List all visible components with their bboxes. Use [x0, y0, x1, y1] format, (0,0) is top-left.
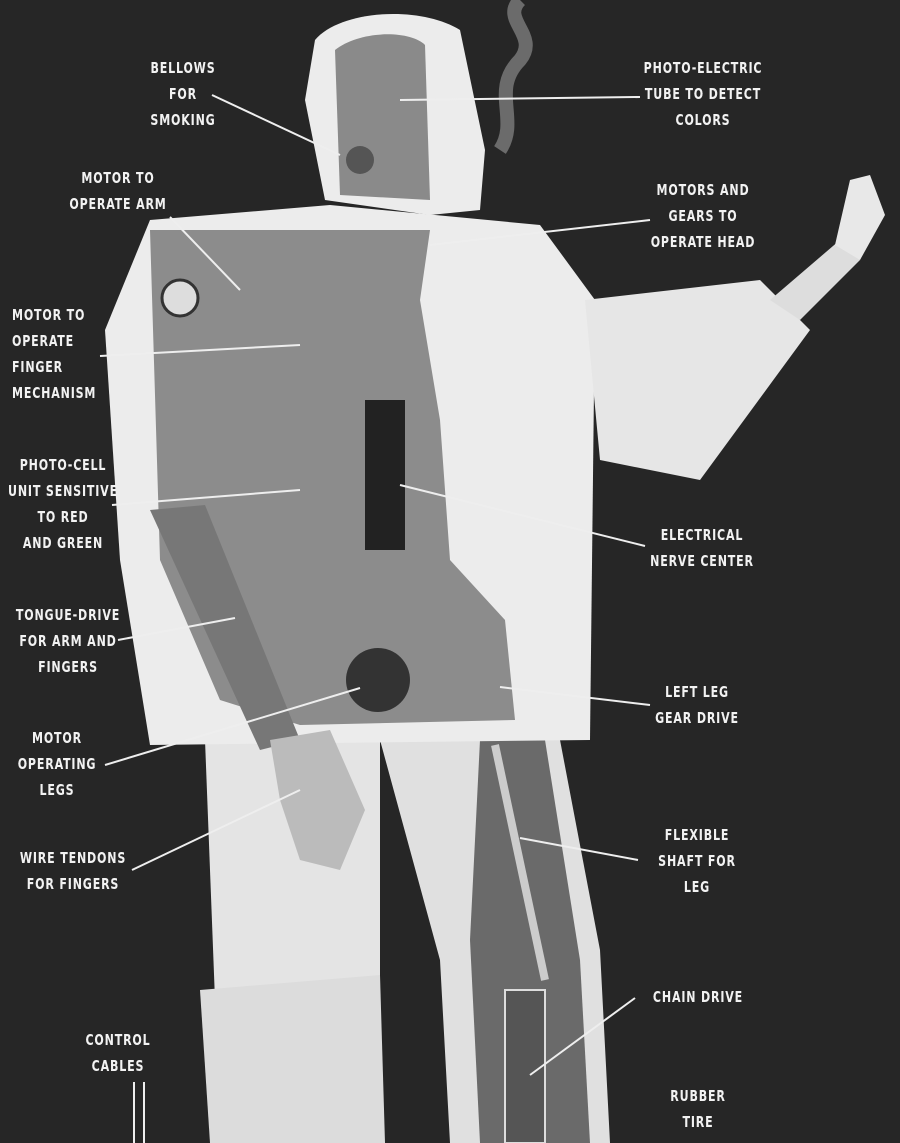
label-line: MOTOR TO [12, 306, 86, 324]
label-line: OPERATE HEAD [650, 233, 756, 251]
label-bellows-for-smoking: BELLOWS FOR SMOKING [150, 55, 215, 133]
bellows [346, 146, 374, 174]
label-motors-gears-head: MOTORS AND GEARS TO OPERATE HEAD [651, 177, 756, 255]
label-line: OPERATE ARM [69, 195, 167, 213]
label-line: GEARS TO [668, 207, 738, 225]
label-line: FINGER [12, 358, 64, 376]
head-interior [335, 34, 430, 201]
label-line: FOR [169, 85, 197, 103]
leader-lines [99, 94, 651, 1143]
label-line: PHOTO-CELL [19, 456, 107, 474]
label-wire-tendons: WIRE TENDONS FOR FINGERS [20, 845, 126, 897]
label-left-leg-gear-drive: LEFT LEG GEAR DRIVE [655, 679, 739, 731]
label-line: SMOKING [150, 111, 216, 129]
left-forearm [770, 240, 860, 320]
label-line: MOTOR [31, 729, 82, 747]
label-line: MOTOR TO [81, 169, 155, 187]
label-control-cables: CONTROL CABLES [85, 1027, 150, 1079]
left-arm [585, 280, 810, 480]
label-photo-electric-tube: PHOTO-ELECTRIC TUBE TO DETECT COLORS [644, 55, 763, 133]
label-line: CABLES [91, 1057, 145, 1075]
label-chain-drive: CHAIN DRIVE [653, 984, 743, 1010]
label-line: FINGERS [38, 658, 98, 676]
smoke [493, 0, 533, 154]
chain-drive [504, 989, 546, 1143]
label-line: FOR ARM AND [19, 632, 117, 650]
label-line: BELLOWS [150, 59, 216, 77]
left-hand [835, 175, 885, 260]
label-line: SHAFT FOR [658, 852, 736, 870]
label-line: TUBE TO DETECT [644, 85, 762, 103]
arm-pulley [160, 278, 200, 318]
label-flexible-shaft: FLEXIBLE SHAFT FOR LEG [658, 822, 736, 900]
label-motor-to-operate-arm: MOTOR TO OPERATE ARM [69, 165, 166, 217]
label-line: CHAIN DRIVE [652, 988, 744, 1006]
label-line: TIRE [682, 1113, 714, 1131]
label-motor-operating-legs: MOTOR OPERATING LEGS [18, 725, 97, 803]
label-line: GEAR DRIVE [655, 709, 739, 727]
label-line: FOR FINGERS [26, 875, 120, 893]
label-line: AND GREEN [22, 534, 104, 552]
flexible-shaft [491, 744, 549, 981]
label-line: WIRE TENDONS [19, 849, 127, 867]
label-line: ELECTRICAL [660, 526, 744, 544]
label-line: NERVE CENTER [650, 552, 754, 570]
right-arm [150, 505, 300, 750]
label-line: LEGS [39, 781, 75, 799]
right-hand [270, 730, 365, 870]
label-line: TO RED [37, 508, 89, 526]
leg-cutaway [470, 740, 590, 1143]
leg-motor [346, 648, 410, 712]
label-motor-finger-mechanism: MOTOR TO OPERATE FINGER MECHANISM [12, 302, 96, 406]
label-line: PHOTO-ELECTRIC [643, 59, 763, 77]
label-rubber-tire: RUBBER TIRE [670, 1083, 725, 1135]
label-line: OPERATING [17, 755, 97, 773]
label-line: CONTROL [85, 1031, 151, 1049]
label-line: RUBBER [670, 1087, 726, 1105]
label-line: UNIT SENSITIVE [8, 482, 118, 500]
label-line: LEFT LEG [665, 683, 729, 701]
label-line: FLEXIBLE [664, 826, 730, 844]
label-line: LEG [683, 878, 711, 896]
label-photo-cell-unit: PHOTO-CELL UNIT SENSITIVE TO RED AND GREEN [8, 452, 118, 556]
label-line: MOTORS AND [656, 181, 750, 199]
label-line: MECHANISM [12, 384, 97, 402]
label-line: OPERATE [12, 332, 75, 350]
label-line: TONGUE-DRIVE [15, 606, 121, 624]
label-line: COLORS [675, 111, 731, 129]
nerve-center [365, 400, 405, 550]
right-boot [200, 975, 385, 1143]
label-electrical-nerve-center: ELECTRICAL NERVE CENTER [650, 522, 754, 574]
label-tongue-drive: TONGUE-DRIVE FOR ARM AND FINGERS [16, 602, 120, 680]
